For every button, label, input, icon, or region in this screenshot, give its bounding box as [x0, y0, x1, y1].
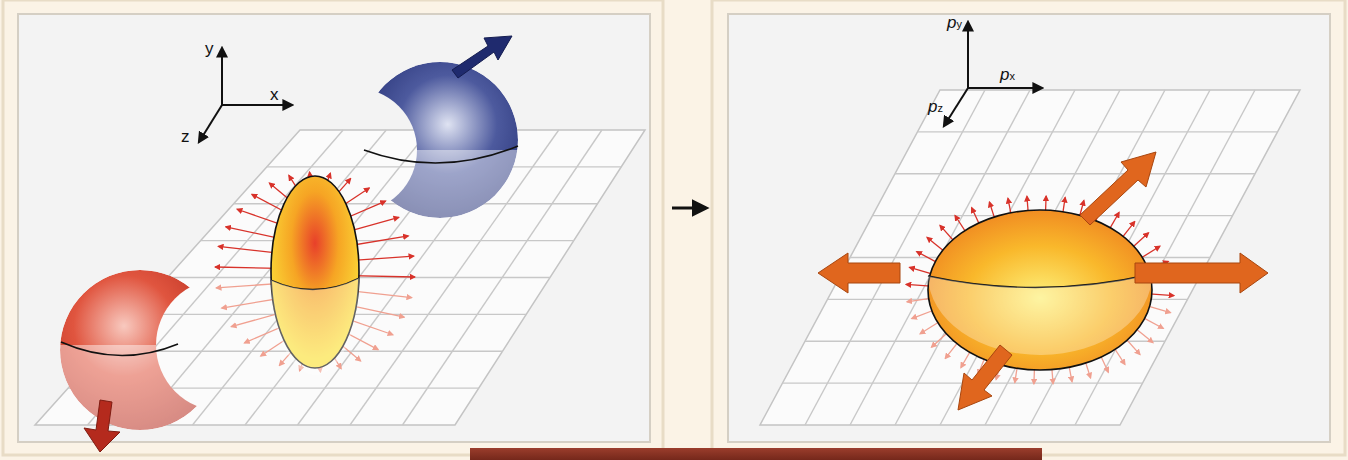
axis-label: pz	[928, 98, 943, 115]
axis-label: z	[181, 128, 190, 145]
axis-label: py	[947, 14, 962, 31]
grid-plane	[760, 90, 1300, 425]
axis-label: y	[205, 40, 214, 57]
axis-label: px	[1000, 66, 1015, 83]
grid-line	[350, 130, 559, 425]
axis-label: x	[270, 86, 279, 103]
